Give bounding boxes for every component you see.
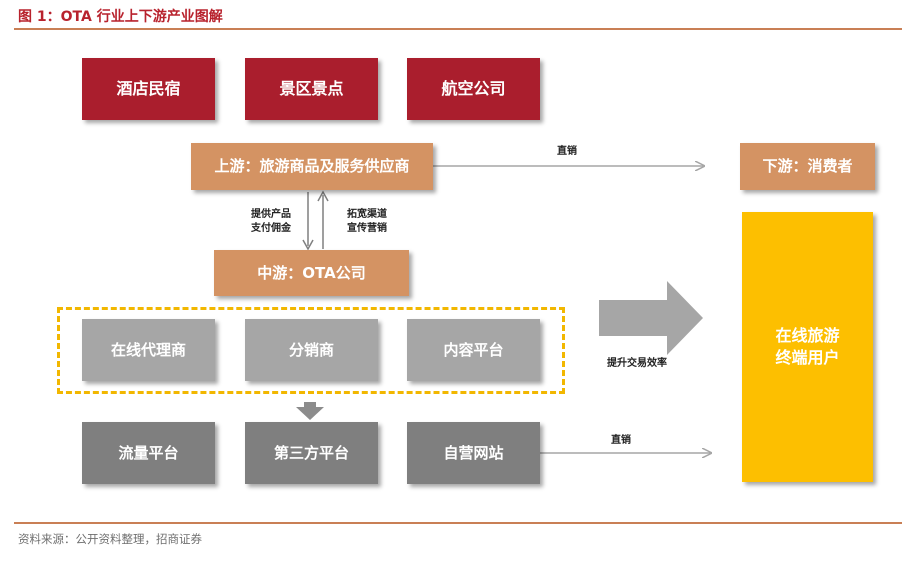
label-provide-products: 提供产品 (251, 209, 291, 220)
figure-title: 图 1：OTA 行业上下游产业图解 (18, 9, 223, 25)
box-own-website: 自营网站 (407, 422, 540, 484)
end-user-line-2: 终端用户 (775, 348, 840, 367)
box-airline: 航空公司 (407, 58, 540, 120)
label-promote-marketing: 宣传营销 (347, 223, 387, 234)
label-expand-channels: 拓宽渠道 (347, 209, 387, 220)
box-midstream-ota: 中游：OTA公司 (214, 250, 409, 296)
small-down-arrow (296, 402, 324, 420)
label-direct-sale-bottom: 直销 (611, 435, 631, 446)
box-scenic: 景区景点 (245, 58, 378, 120)
ota-group-dashed-frame (57, 307, 565, 394)
box-online-agent: 在线代理商 (82, 319, 215, 381)
label-pay-commission: 支付佣金 (251, 223, 291, 234)
box-content-platform: 内容平台 (407, 319, 540, 381)
source-note: 资料来源：公开资料整理，招商证券 (18, 532, 202, 546)
box-upstream: 上游：旅游商品及服务供应商 (191, 143, 433, 190)
box-end-user: 在线旅游 终端用户 (742, 212, 873, 482)
label-direct-sale-top: 直销 (557, 146, 577, 157)
top-divider (14, 28, 902, 30)
box-third-party-platform: 第三方平台 (245, 422, 378, 484)
label-improve-efficiency: 提升交易效率 (607, 358, 667, 369)
bottom-divider (14, 522, 902, 524)
end-user-line-1: 在线旅游 (775, 326, 840, 346)
box-hotel: 酒店民宿 (82, 58, 215, 120)
box-distributor: 分销商 (245, 319, 378, 381)
box-downstream: 下游：消费者 (740, 143, 875, 190)
box-traffic-platform: 流量平台 (82, 422, 215, 484)
big-right-arrow (599, 281, 703, 355)
